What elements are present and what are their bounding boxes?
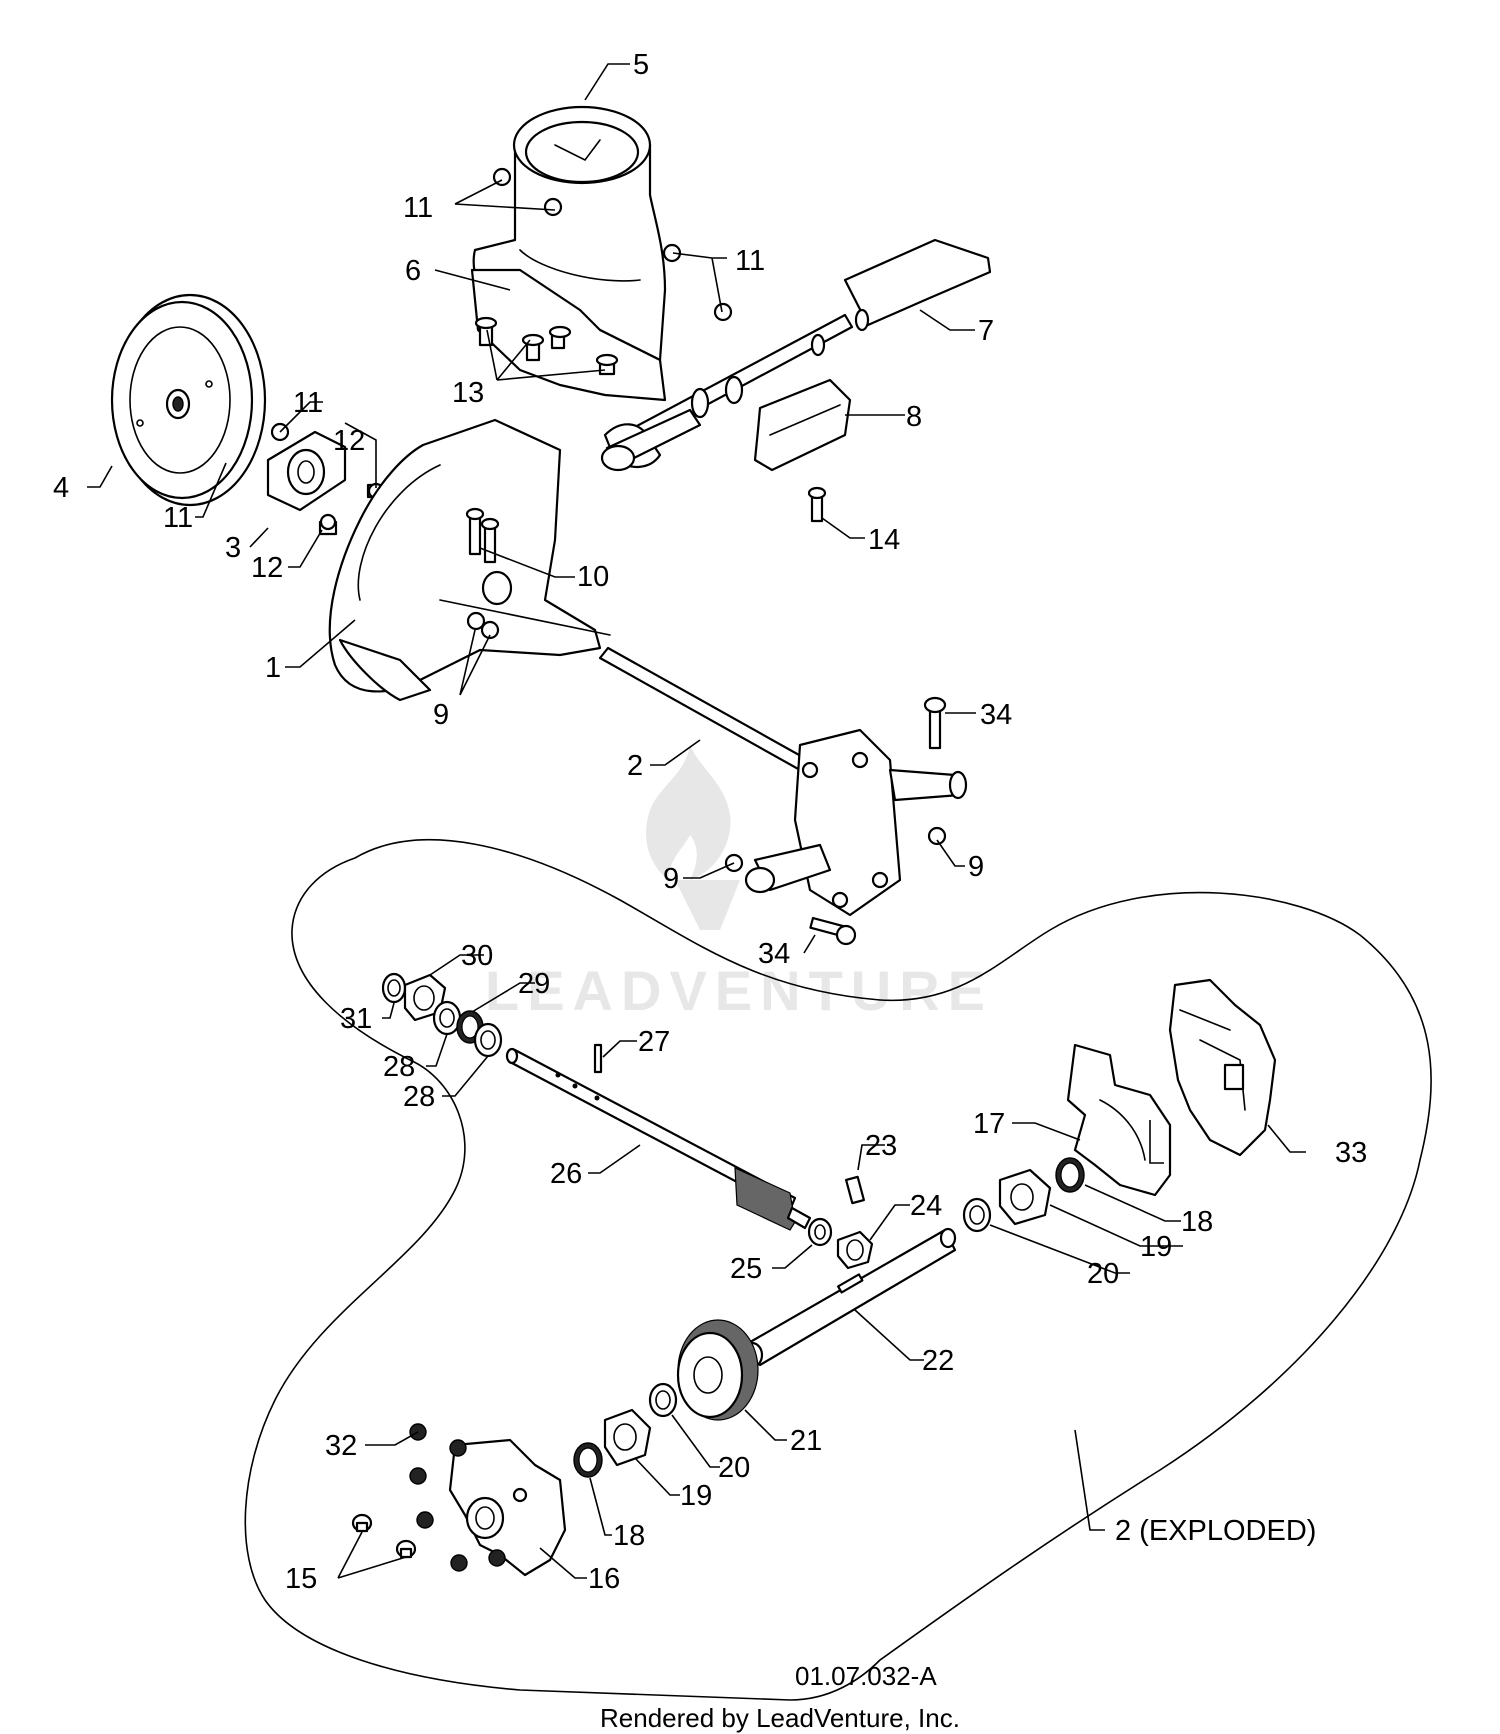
bushing-part-19b [603, 1408, 652, 1467]
callout-12: 12 [333, 425, 365, 457]
callout-34: 34 [980, 699, 1012, 731]
rendered-by-credit: Rendered by LeadVenture, Inc. [600, 1703, 960, 1733]
callout-28: 28 [383, 1051, 415, 1083]
callout-14: 14 [868, 524, 900, 556]
bolts-part-13 [474, 316, 619, 376]
callout-18: 18 [613, 1520, 645, 1552]
exploded-view-boundary [244, 838, 1432, 1701]
callout-33: 33 [1335, 1137, 1367, 1169]
washer-part-28b [473, 1022, 503, 1058]
nuts-part-9 [466, 611, 947, 873]
callout-11: 11 [403, 192, 433, 224]
gear-part-21 [676, 1319, 759, 1421]
watermark-text: LEADVENTURE [485, 959, 993, 1022]
callout-17: 17 [973, 1108, 1005, 1140]
pin-part-27 [593, 1043, 603, 1074]
callout-11: 11 [735, 245, 765, 277]
callout-16: 16 [588, 1563, 620, 1595]
callout-25: 25 [730, 1253, 762, 1285]
callout-10: 10 [577, 561, 609, 593]
callout-21: 21 [790, 1425, 822, 1457]
callout-30: 30 [461, 940, 493, 972]
callout-9: 9 [968, 851, 984, 883]
callout-labels: 5 11 6 11 7 13 8 14 11 12 4 11 3 12 10 1… [53, 49, 1367, 1595]
bearing-flange-part-3 [266, 430, 347, 512]
bracket-part-8 [753, 378, 852, 472]
frame-part-1 [328, 418, 611, 702]
callout-7: 7 [978, 315, 994, 347]
callout-31: 31 [340, 1003, 372, 1035]
callout-19: 19 [680, 1480, 712, 1512]
key-part-23 [844, 1175, 866, 1205]
washer-part-20a [962, 1197, 992, 1233]
bushing-part-24 [836, 1230, 874, 1270]
washer-part-28a [432, 1000, 462, 1036]
callout-26: 26 [550, 1158, 582, 1190]
callout-34: 34 [758, 938, 790, 970]
screws-part-32 [409, 1423, 506, 1572]
gearbox-part-2 [598, 646, 968, 917]
callout-24: 24 [910, 1190, 942, 1222]
callout-23: 23 [865, 1130, 897, 1162]
callout-8: 8 [906, 401, 922, 433]
callout-20: 20 [718, 1452, 750, 1484]
housing-part-16 [448, 1438, 567, 1577]
callout-9: 9 [663, 863, 679, 895]
bolts-part-34 [809, 696, 947, 946]
exploded-label: 2 (EXPLODED) [1115, 1515, 1316, 1547]
leader-lines [87, 63, 1306, 1579]
callout-6: 6 [405, 255, 421, 287]
flame-v-logo-icon [646, 745, 740, 930]
callout-11: 11 [293, 387, 323, 419]
callout-2: 2 [627, 750, 643, 782]
screw-part-14 [807, 486, 827, 523]
washer-part-31 [381, 972, 407, 1004]
callout-29: 29 [518, 968, 550, 1000]
worm-shaft-part-26 [505, 1047, 812, 1231]
callout-22: 22 [922, 1345, 954, 1377]
callout-19: 19 [1140, 1231, 1172, 1263]
plugs-part-15 [351, 1513, 417, 1559]
callout-5: 5 [633, 49, 649, 81]
pulley-part-4 [110, 293, 267, 507]
callout-32: 32 [325, 1430, 357, 1462]
callout-9: 9 [433, 699, 449, 731]
diagram-number: 01.07.032-A [795, 1661, 937, 1691]
callout-13: 13 [452, 377, 484, 409]
callout-3: 3 [225, 532, 241, 564]
bolts-part-10 [465, 507, 500, 564]
callout-18: 18 [1181, 1206, 1213, 1238]
callout-1: 1 [265, 652, 281, 684]
washer-part-25 [807, 1217, 833, 1247]
cover-part-33 [1168, 978, 1277, 1157]
callout-15: 15 [285, 1563, 317, 1595]
callout-20: 20 [1087, 1258, 1119, 1290]
callout-11: 11 [163, 502, 193, 534]
callout-28: 28 [403, 1081, 435, 1113]
watermark: LEADVENTURE [485, 745, 993, 1022]
callout-4: 4 [53, 472, 69, 504]
callout-27: 27 [638, 1026, 670, 1058]
bushing-part-19a [998, 1168, 1052, 1226]
callout-12: 12 [251, 552, 283, 584]
crank-rod-part-7 [600, 238, 992, 472]
washer-part-20b [648, 1382, 678, 1418]
